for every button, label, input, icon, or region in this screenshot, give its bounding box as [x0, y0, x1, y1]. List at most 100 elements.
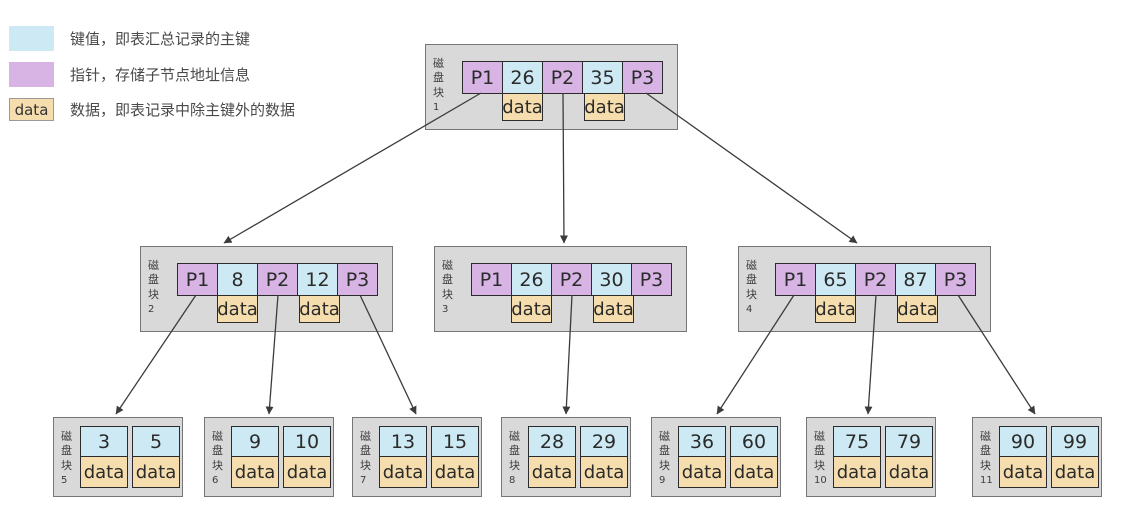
leaf-column: 79 data — [885, 426, 933, 488]
disk-block-8: 磁盘块 8 28 data 29 data — [501, 417, 631, 497]
pointer-cell-p2: P2 — [855, 263, 896, 296]
key-cell: 90 — [999, 426, 1047, 457]
disk-block-label-text: 磁盘块 — [980, 430, 991, 472]
key-cell: 8 — [217, 263, 258, 296]
key-cell: 15 — [431, 426, 479, 457]
disk-block-4: 磁盘块 4 P1 65 P2 87 P3 data data — [738, 246, 991, 332]
disk-block-4-label: 磁盘块 4 — [746, 259, 759, 315]
data-cell: data — [730, 456, 778, 488]
legend-item-pointer: 指针，存储子节点地址信息 — [9, 62, 250, 87]
data-cell: data — [580, 456, 628, 488]
key-cell: 3 — [80, 426, 128, 457]
disk-block-4-cells: P1 65 P2 87 P3 — [775, 263, 976, 296]
pointer-cell-p1: P1 — [471, 263, 512, 296]
disk-block-label-text: 磁盘块 — [442, 259, 453, 301]
leaf-column: 75 data — [833, 426, 881, 488]
disk-block-5: 磁盘块 5 3 data 5 data — [53, 417, 183, 497]
disk-block-number: 4 — [746, 303, 753, 315]
key-cell: 10 — [283, 426, 331, 457]
data-cell: data — [132, 456, 180, 488]
disk-block-label-text: 磁盘块 — [148, 259, 159, 301]
key-cell: 26 — [502, 61, 543, 94]
key-cell: 75 — [833, 426, 881, 457]
disk-block-11-label: 磁盘块 11 — [980, 430, 993, 486]
legend-data-text: 数据，即表记录中除主键外的数据 — [70, 101, 296, 119]
data-cell: data — [833, 456, 881, 488]
disk-block-3: 磁盘块 3 P1 26 P2 30 P3 data data — [434, 246, 687, 332]
disk-block-3-label: 磁盘块 3 — [442, 259, 455, 315]
disk-block-10-label: 磁盘块 10 — [814, 430, 827, 486]
pointer-cell-p1: P1 — [462, 61, 503, 94]
pointer-cell-p3: P3 — [935, 263, 976, 296]
data-cell: data — [299, 295, 340, 323]
key-cell: 99 — [1051, 426, 1099, 457]
data-color-swatch: data — [9, 98, 54, 121]
leaf-column: 10 data — [283, 426, 331, 488]
disk-block-number: 9 — [659, 474, 666, 486]
disk-block-6: 磁盘块 6 9 data 10 data — [204, 417, 334, 497]
disk-block-number: 3 — [442, 303, 449, 315]
data-cell: data — [379, 456, 427, 488]
leaf-column: 13 data — [379, 426, 427, 488]
key-cell: 60 — [730, 426, 778, 457]
disk-block-7: 磁盘块 7 13 data 15 data — [352, 417, 482, 497]
data-cell: data — [678, 456, 726, 488]
data-cell: data — [584, 93, 625, 121]
disk-block-2-label: 磁盘块 2 — [148, 259, 161, 315]
disk-block-2: 磁盘块 2 P1 8 P2 12 P3 data data — [140, 246, 393, 332]
disk-block-10: 磁盘块 10 75 data 79 data — [806, 417, 936, 497]
leaf-column: 60 data — [730, 426, 778, 488]
disk-block-number: 10 — [814, 474, 827, 486]
leaf-column: 90 data — [999, 426, 1047, 488]
disk-block-label-text: 磁盘块 — [61, 430, 72, 472]
disk-block-5-label: 磁盘块 5 — [61, 430, 74, 486]
disk-block-8-label: 磁盘块 8 — [509, 430, 522, 486]
legend-pointer-text: 指针，存储子节点地址信息 — [70, 66, 251, 84]
legend-item-key: 键值，即表汇总记录的主键 — [9, 26, 250, 51]
disk-block-label-text: 磁盘块 — [659, 430, 670, 472]
disk-block-number: 6 — [212, 474, 219, 486]
disk-block-number: 2 — [148, 303, 155, 315]
leaf-column: 29 data — [580, 426, 628, 488]
disk-block-number: 7 — [360, 474, 367, 486]
leaf-column: 99 data — [1051, 426, 1099, 488]
key-cell: 29 — [580, 426, 628, 457]
leaf-column: 3 data — [80, 426, 128, 488]
pointer-cell-p2: P2 — [551, 263, 592, 296]
disk-block-1-cells: P1 26 P2 35 P3 — [462, 61, 663, 94]
data-cell: data — [80, 456, 128, 488]
leaf-column: 36 data — [678, 426, 726, 488]
pointer-color-swatch — [9, 62, 54, 87]
data-cell: data — [885, 456, 933, 488]
key-cell: 9 — [231, 426, 279, 457]
data-cell: data — [528, 456, 576, 488]
key-cell: 30 — [591, 263, 632, 296]
key-cell: 87 — [895, 263, 936, 296]
disk-block-number: 11 — [980, 474, 993, 486]
leaf-column: 9 data — [231, 426, 279, 488]
disk-block-6-label: 磁盘块 6 — [212, 430, 225, 486]
key-cell: 26 — [511, 263, 552, 296]
data-cell: data — [897, 295, 938, 323]
legend-key-text: 键值，即表汇总记录的主键 — [70, 30, 251, 48]
key-cell: 12 — [297, 263, 338, 296]
disk-block-1-label: 磁盘块 1 — [433, 57, 446, 113]
data-cell: data — [502, 93, 543, 121]
disk-block-label-text: 磁盘块 — [746, 259, 757, 301]
disk-block-label-text: 磁盘块 — [360, 430, 371, 472]
key-cell: 13 — [379, 426, 427, 457]
disk-block-number: 1 — [433, 101, 440, 113]
data-cell: data — [283, 456, 331, 488]
data-cell: data — [231, 456, 279, 488]
data-cell: data — [1051, 456, 1099, 488]
data-cell: data — [511, 295, 552, 323]
disk-block-2-cells: P1 8 P2 12 P3 — [177, 263, 378, 296]
key-cell: 35 — [582, 61, 623, 94]
disk-block-number: 5 — [61, 474, 68, 486]
disk-block-label-text: 磁盘块 — [212, 430, 223, 472]
pointer-cell-p1: P1 — [775, 263, 816, 296]
data-cell: data — [431, 456, 479, 488]
pointer-cell-p1: P1 — [177, 263, 218, 296]
legend-item-data: data 数据，即表记录中除主键外的数据 — [9, 98, 295, 121]
